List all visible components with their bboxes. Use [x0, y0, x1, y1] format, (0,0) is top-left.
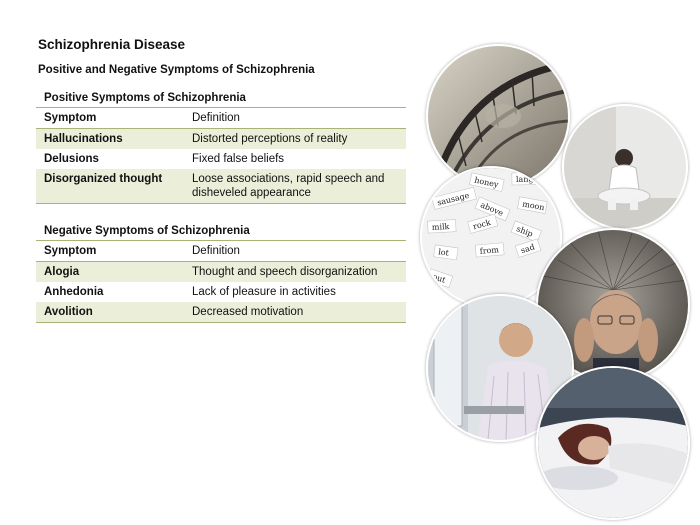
word-slip: honey [469, 172, 505, 192]
table-row: Delusions Fixed false beliefs [36, 149, 406, 169]
definition-cell: Loose associations, rapid speech and dis… [192, 173, 385, 199]
table-caption: Negative Symptoms of Schizophrenia [44, 225, 250, 237]
column-header-definition: Definition [192, 245, 240, 257]
table-header: Symptom Definition [36, 107, 406, 129]
page-subtitle: Positive and Negative Symptoms of Schizo… [38, 64, 315, 76]
word-slip-text: moon [522, 199, 546, 212]
definition-cell: Thought and speech disorganization [192, 266, 378, 278]
table-header: Symptom Definition [36, 240, 406, 262]
person-sitting-in-corner-photo [562, 104, 688, 230]
word-slip: milk [427, 219, 457, 234]
word-slip-text: lot [438, 247, 451, 257]
column-header-symptom: Symptom [44, 112, 97, 124]
definition-cell: Fixed false beliefs [192, 153, 285, 165]
table-caption: Positive Symptoms of Schizophrenia [44, 92, 246, 104]
symptom-cell: Anhedonia [44, 286, 104, 298]
word-slip-text: milk [432, 222, 450, 232]
word-slip: moon [517, 196, 548, 214]
definition-cell: Distorted perceptions of reality [192, 133, 348, 145]
word-slip: rock [467, 213, 499, 234]
woman-lying-in-bed-photo [536, 366, 690, 520]
table-row: Hallucinations Distorted perceptions of … [36, 129, 406, 149]
symptom-cell: Avolition [44, 306, 93, 318]
table-row: Anhedonia Lack of pleasure in activities [36, 282, 406, 302]
positive-symptoms-table: Positive Symptoms of Schizophrenia Sympt… [36, 89, 406, 204]
spiral-staircase-photo [426, 44, 570, 188]
table-row: Avolition Decreased motivation [36, 302, 406, 323]
symptom-cell: Hallucinations [44, 133, 123, 145]
page-title: Schizophrenia Disease [38, 37, 186, 52]
column-header-symptom: Symptom [44, 245, 97, 257]
word-slip-text: sad [520, 242, 536, 255]
negative-symptoms-table: Negative Symptoms of Schizophrenia Sympt… [36, 222, 406, 323]
symptom-cell: Alogia [44, 266, 80, 278]
table-row: Disorganized thought Loose associations,… [36, 169, 406, 204]
word-slip: sad [515, 238, 542, 258]
symptom-cell: Delusions [44, 153, 99, 165]
word-slip: sausage [431, 187, 477, 210]
word-slip: lot [433, 244, 459, 261]
definition-cell: Lack of pleasure in activities [192, 286, 336, 298]
symptom-cell: Disorganized thought [44, 173, 163, 185]
word-slip-text: from [479, 245, 499, 256]
table-row: Alogia Thought and speech disorganizatio… [36, 262, 406, 282]
word-slip: from [474, 242, 505, 258]
definition-cell: Decreased motivation [192, 306, 304, 318]
column-header-definition: Definition [192, 112, 240, 124]
word-slip: ship [510, 220, 542, 243]
